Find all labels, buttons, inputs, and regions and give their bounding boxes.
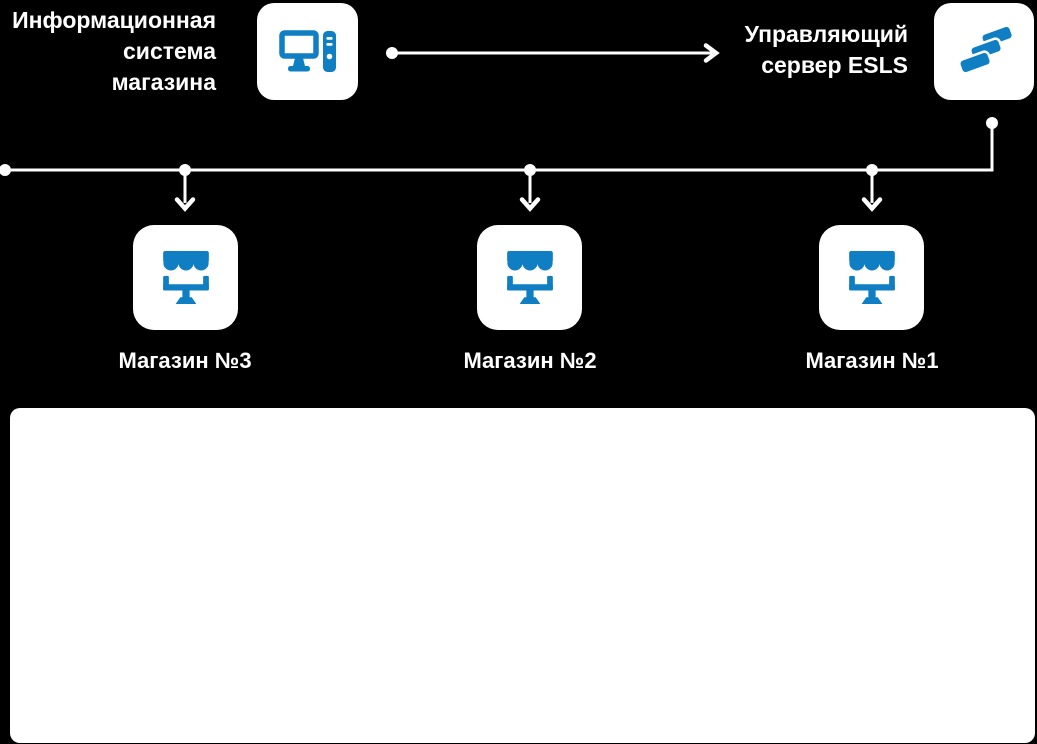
server-label: Управляющий сервер ESLS — [744, 21, 908, 78]
store-label-2: Магазин №2 — [463, 348, 597, 373]
info-system-label: Информационная система магазина — [12, 7, 216, 95]
content-panel — [10, 408, 1035, 743]
store-label-1: Магазин №1 — [805, 348, 939, 373]
server-card — [934, 3, 1034, 100]
store-card-3 — [133, 225, 238, 330]
info-system-card — [257, 3, 358, 100]
store-card-2 — [477, 225, 582, 330]
store-card-1 — [819, 225, 924, 330]
storefront-icon — [162, 250, 209, 305]
storefront-icon — [848, 250, 895, 305]
esl-tags-icon — [953, 22, 1015, 82]
desktop-computer-icon — [278, 29, 337, 74]
store-label-3: Магазин №3 — [118, 348, 252, 373]
storefront-icon — [506, 250, 553, 305]
